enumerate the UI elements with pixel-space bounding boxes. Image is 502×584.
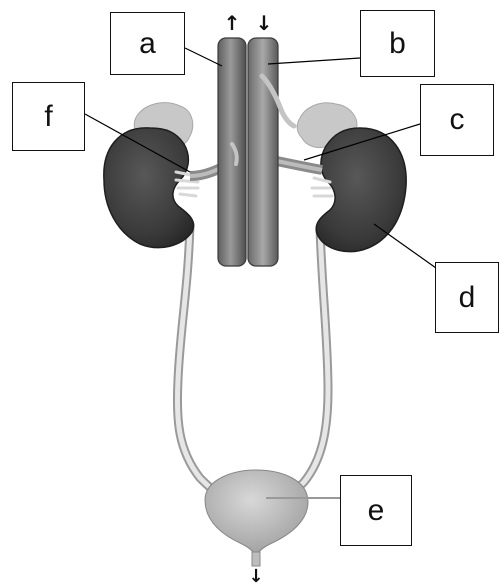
label-box-f: f xyxy=(12,82,85,151)
leader-line-d xyxy=(374,224,436,268)
arrow-down-icon: ↓ xyxy=(256,11,273,35)
bladder xyxy=(205,470,308,556)
right-renal-hilum xyxy=(312,178,332,196)
label-c-text: c xyxy=(450,103,465,137)
label-f-text: f xyxy=(44,100,52,134)
label-box-e: e xyxy=(340,475,412,546)
label-d-text: d xyxy=(459,281,476,315)
label-box-b: b xyxy=(360,10,435,77)
label-e-text: e xyxy=(368,494,385,528)
arrow-up-icon: ↑ xyxy=(224,11,241,35)
leader-line-a xyxy=(185,48,222,66)
vessel-a-tube xyxy=(218,38,246,266)
label-b-text: b xyxy=(389,27,406,61)
urethra xyxy=(252,552,260,566)
right-kidney xyxy=(316,128,406,252)
leader-line-b xyxy=(268,58,360,64)
label-box-c: c xyxy=(420,84,494,156)
vessel-b-tube xyxy=(248,38,278,266)
arrow-down-icon: ↓ xyxy=(248,566,263,584)
label-box-a: a xyxy=(110,12,185,75)
label-box-d: d xyxy=(435,262,499,333)
label-a-text: a xyxy=(139,27,156,61)
